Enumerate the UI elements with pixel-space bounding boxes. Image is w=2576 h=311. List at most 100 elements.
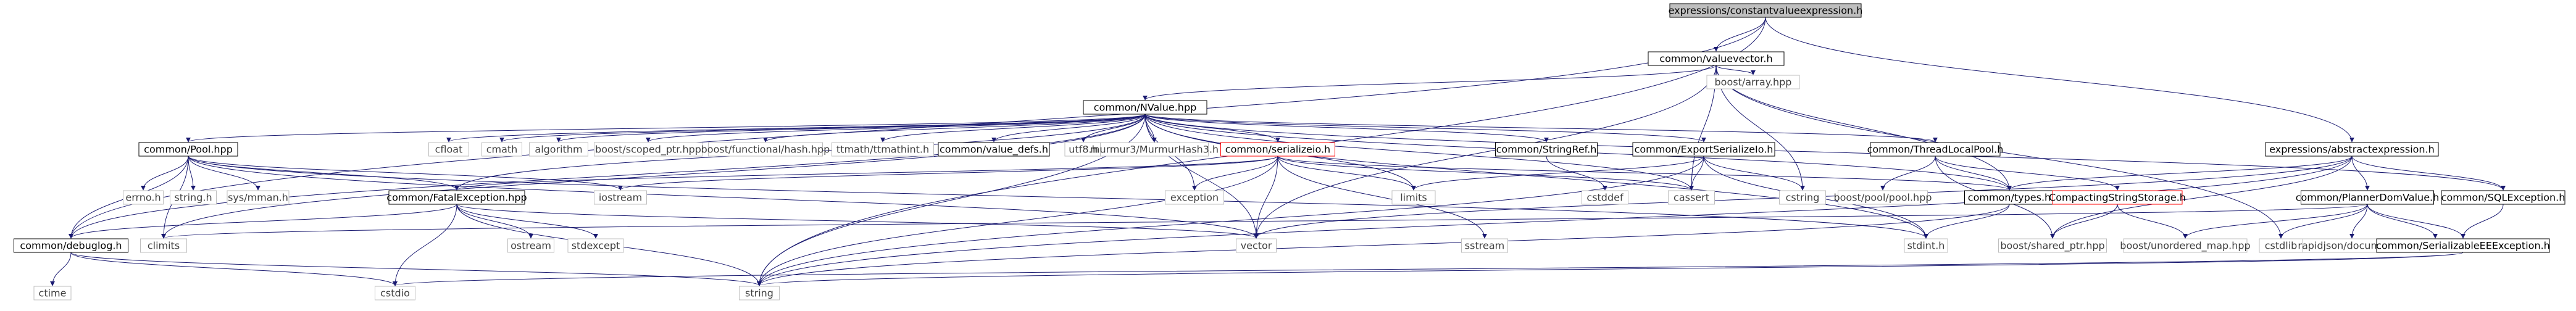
node-box: [1838, 190, 1928, 205]
node-label: common/Pool.hpp: [144, 144, 233, 156]
node-label: algorithm: [535, 144, 582, 156]
node-valuevector[interactable]: common/valuevector.h: [1648, 51, 1785, 66]
node-box: [1220, 142, 1335, 157]
node-root[interactable]: expressions/constantvalueexpression.h: [1669, 3, 1863, 18]
include-edge: [1254, 65, 1717, 239]
node-label: murmur3/MurmurHash3.h: [1090, 144, 1219, 156]
include-edge: [393, 252, 2464, 286]
dependency-nodes: expressions/constantvalueexpression.h com…: [14, 3, 2566, 301]
node-label: stdexcept: [572, 240, 620, 252]
include-edge: [2351, 156, 2370, 191]
include-edge: [1935, 156, 2012, 191]
node-box: [2376, 238, 2550, 253]
include-edge: [456, 204, 598, 239]
node-box: [594, 142, 702, 157]
include-edge: [2461, 204, 2504, 239]
node-scoped-ptr: boost/scoped_ptr.hpp: [594, 142, 702, 157]
include-edge: [1924, 204, 2010, 239]
node-label: cmath: [486, 144, 518, 156]
node-box: [227, 190, 290, 205]
include-edge: [1081, 114, 1146, 143]
node-sys-mman: sys/mman.h: [227, 190, 290, 205]
include-edge: [991, 114, 1146, 143]
node-cstdio: cstdio: [375, 286, 415, 301]
node-pool[interactable]: common/Pool.hpp: [138, 142, 238, 157]
node-plannerdom[interactable]: common/PlannerDomValue.h: [2296, 190, 2440, 205]
node-sqlexception[interactable]: common/SQLException.h: [2441, 190, 2566, 205]
include-edge: [757, 204, 2010, 286]
include-edge: [618, 156, 1278, 191]
node-boost-array: boost/array.hpp: [1706, 75, 1800, 89]
node-threadlocalpool[interactable]: common/ThreadLocalPool.h: [1867, 142, 2004, 157]
node-label: boost/scoped_ptr.hpp: [595, 144, 701, 156]
include-edge: [556, 114, 1146, 143]
include-edge: [1277, 156, 1487, 239]
node-box: [2123, 238, 2248, 253]
node-label: common/ExportSerializeIo.h: [1635, 144, 1774, 156]
node-label: cfloat: [435, 144, 463, 156]
include-edge: [757, 156, 1704, 286]
node-compacting[interactable]: CompactingStringStorage.h: [2049, 190, 2186, 205]
node-box: [1904, 238, 1948, 253]
node-fatalexc[interactable]: common/FatalException.hpp: [386, 190, 527, 205]
include-edge: [69, 204, 457, 239]
include-edge: [2050, 204, 2118, 239]
include-edge: [2117, 204, 2188, 239]
node-label: expressions/constantvalueexpression.h: [1669, 5, 1863, 17]
node-label: common/valuevector.h: [1659, 53, 1772, 65]
include-edge: [1277, 156, 1694, 191]
node-label: common/ThreadLocalPool.h: [1867, 144, 2004, 156]
include-edge: [1144, 114, 1938, 143]
node-box: [1495, 142, 1598, 157]
include-edge: [1144, 114, 1549, 143]
node-cstring: cstring: [1779, 190, 1826, 205]
include-edge: [2278, 204, 2368, 239]
node-stdint: stdint.h: [1904, 238, 1948, 253]
include-edge: [2183, 204, 2368, 239]
node-abstractexpr[interactable]: expressions/abstractexpression.h: [2265, 142, 2439, 157]
include-edge: [1144, 114, 1280, 143]
node-label: expressions/abstractexpression.h: [2269, 144, 2435, 156]
node-box: [1668, 190, 1715, 205]
node-label: common/value_defs.h: [940, 144, 1048, 156]
include-edge: [188, 156, 459, 191]
include-edge: [161, 114, 1146, 239]
node-box: [1391, 190, 1436, 205]
node-box: [2052, 190, 2183, 205]
node-serializable-ee[interactable]: common/SerializableEEException.h: [2376, 238, 2550, 253]
include-edge: [446, 114, 1146, 143]
include-edge: [393, 204, 457, 286]
node-box: [1648, 51, 1785, 66]
node-stringref[interactable]: common/StringRef.h: [1495, 142, 1598, 157]
node-label: boost/unordered_map.hpp: [2120, 240, 2250, 252]
node-label: exception: [1170, 192, 1219, 204]
node-cassert: cassert: [1668, 190, 1715, 205]
node-cfloat: cfloat: [428, 142, 469, 157]
include-edge: [757, 156, 1278, 286]
node-label: common/debuglog.h: [20, 240, 122, 252]
node-box: [1100, 142, 1209, 157]
node-label: sstream: [1465, 240, 1504, 252]
include-edge: [1143, 65, 1717, 101]
include-edge: [188, 156, 1928, 239]
node-value-defs[interactable]: common/value_defs.h: [938, 142, 1050, 157]
node-box: [14, 238, 128, 253]
node-serializeio[interactable]: common/serializeio.h: [1220, 142, 1335, 157]
node-box: [1461, 238, 1508, 253]
node-ttmathint: ttmath/ttmathint.h: [832, 142, 934, 157]
include-edge: [1546, 156, 1607, 191]
include-edge: [2367, 204, 2466, 239]
include-edge: [1880, 156, 1936, 191]
include-edge: [1144, 114, 1706, 143]
node-label: cstring: [1786, 192, 1820, 204]
include-edge: [1689, 156, 1704, 191]
node-label: string.h: [174, 192, 212, 204]
node-nvalue[interactable]: common/NValue.hpp: [1083, 100, 1207, 115]
node-vector: vector: [1236, 238, 1277, 253]
node-label: common/types.h: [1968, 192, 2051, 204]
include-edge: [763, 114, 1146, 143]
node-exportserialize[interactable]: common/ExportSerializeIo.h: [1632, 142, 1775, 157]
node-types[interactable]: common/types.h: [1964, 190, 2054, 205]
node-debuglog[interactable]: common/debuglog.h: [14, 238, 128, 253]
